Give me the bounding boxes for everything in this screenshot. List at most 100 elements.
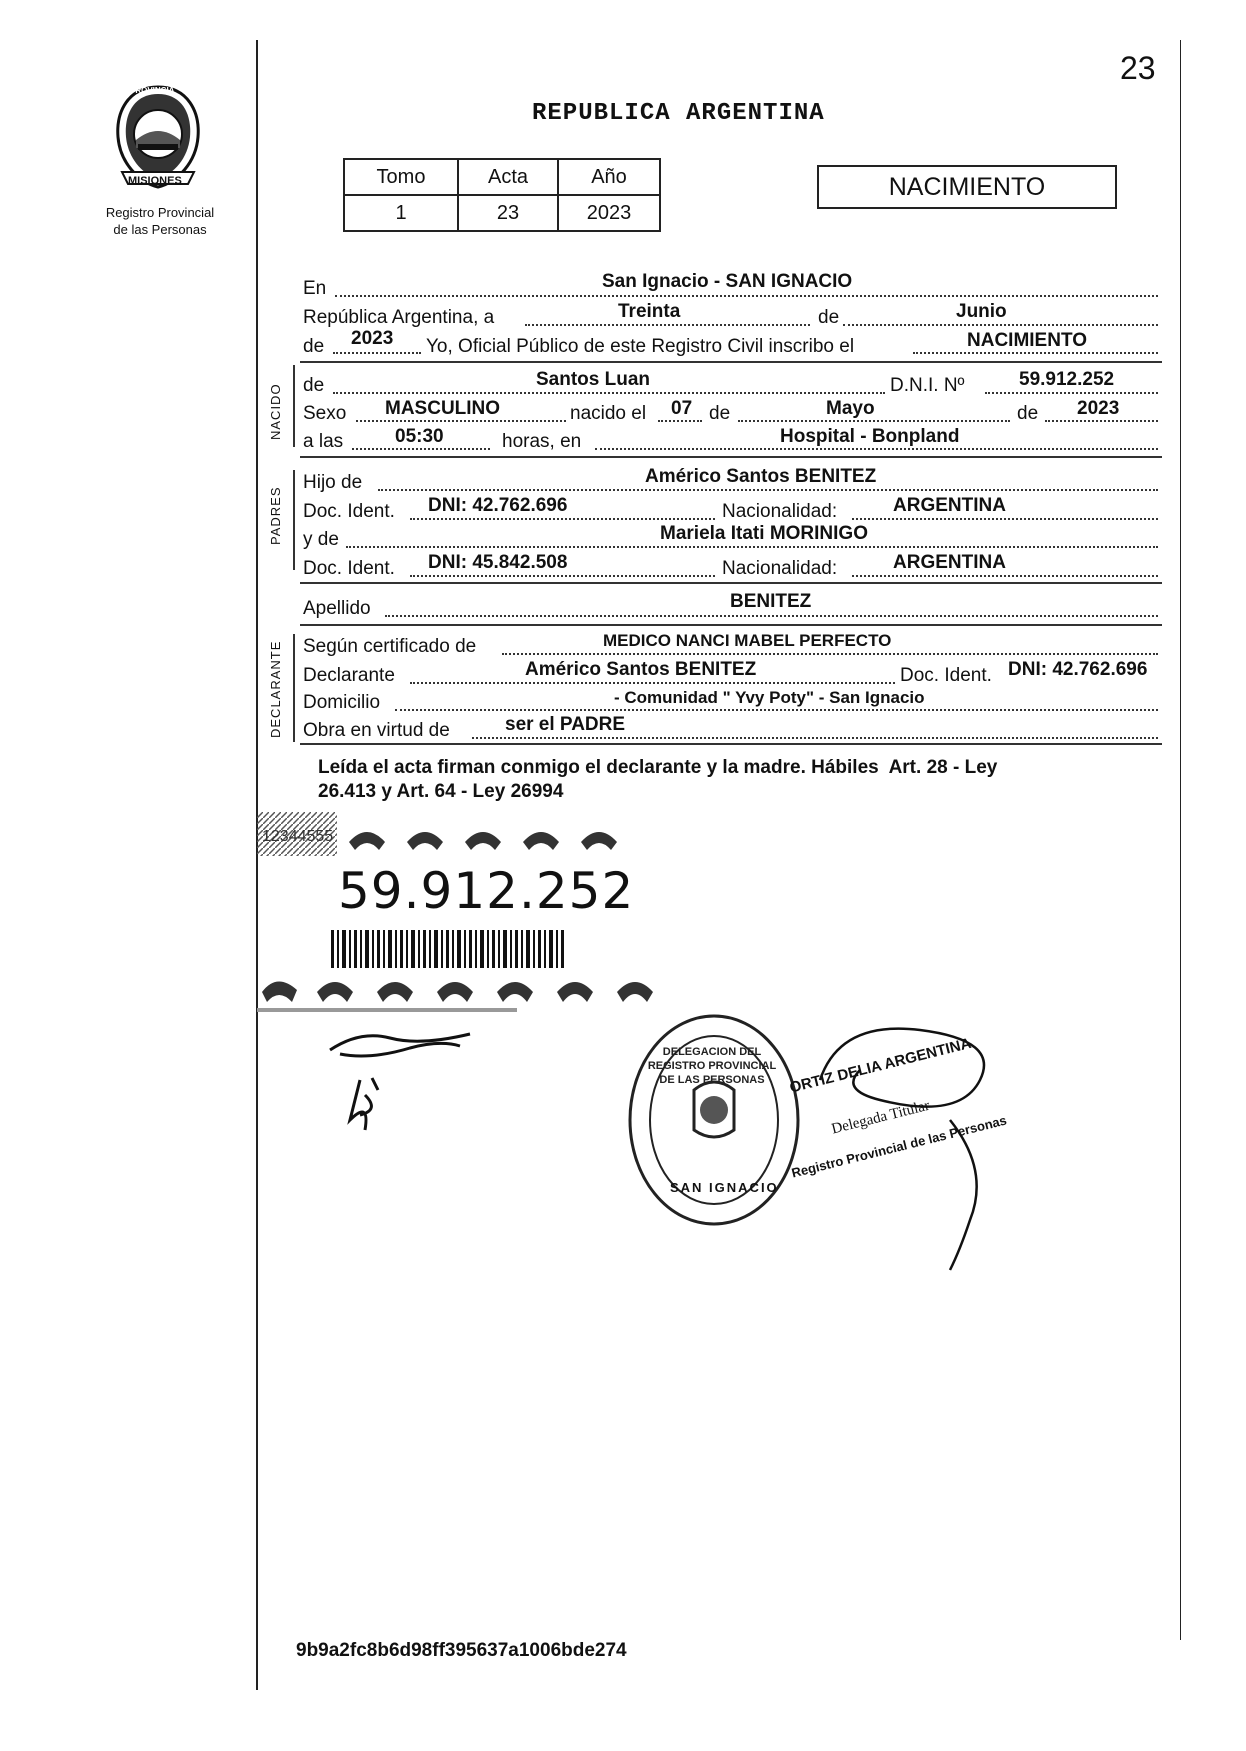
value-acta: 23	[457, 194, 559, 232]
dots-year	[333, 352, 421, 354]
dots-mother-doc	[410, 575, 715, 577]
dots-mother	[346, 546, 1158, 548]
label-declarante: Declarante	[303, 665, 395, 686]
rule-1	[300, 361, 1162, 363]
header-anio: Año	[557, 158, 661, 196]
sticker-small-code: 12344555	[262, 828, 334, 845]
stamp-ring-text: DELEGACION DEL REGISTRO PROVINCIAL DE LA…	[647, 1046, 777, 1086]
value-declarante: Américo Santos BENITEZ	[525, 659, 757, 680]
label-nat-father: Nacionalidad:	[722, 501, 838, 522]
label-apellido: Apellido	[303, 598, 371, 619]
record-type-box: NACIMIENTO	[817, 165, 1117, 209]
value-mother-name: Mariela Itati MORINIGO	[660, 523, 868, 544]
value-father-doc: DNI: 42.762.696	[428, 495, 568, 516]
right-margin-line	[1180, 40, 1181, 1640]
label-nat-mother: Nacionalidad:	[722, 558, 838, 579]
dots-birth-year	[1045, 420, 1158, 422]
value-tomo: 1	[343, 194, 459, 232]
value-father-nat: ARGENTINA	[893, 495, 1006, 516]
label-segun: Según certificado de	[303, 636, 477, 657]
label-de-4: de	[1017, 403, 1039, 424]
side-label-padres: PADRES	[268, 486, 283, 546]
dots-apellido	[385, 615, 1158, 617]
rule-5	[300, 743, 1162, 745]
value-nacido-name: Santos Luan	[536, 369, 651, 390]
header-acta: Acta	[457, 158, 559, 196]
label-dni: D.N.I. Nº	[890, 375, 965, 396]
side-label-nacido: NACIDO	[268, 383, 283, 440]
bracket-nacido	[293, 365, 295, 447]
header-tomo: Tomo	[343, 158, 459, 196]
dots-day	[525, 324, 810, 326]
page-number: 23	[1120, 50, 1156, 86]
value-anio: 2023	[557, 194, 661, 232]
value-certificado: MEDICO NANCI MABEL PERFECTO	[603, 631, 892, 650]
dots-obra	[472, 737, 1158, 739]
declarant-signature	[320, 1020, 480, 1140]
value-dni: 59.912.252	[1019, 369, 1115, 390]
label-doc-father: Doc. Ident.	[303, 501, 395, 522]
label-horas: horas, en	[502, 431, 582, 452]
left-margin-line	[256, 40, 258, 1690]
label-de-2: de	[303, 336, 325, 357]
dots-inscribe	[913, 352, 1158, 354]
label-de-1: de	[818, 307, 840, 328]
dots-en	[335, 295, 1158, 297]
value-father-name: Américo Santos BENITEZ	[645, 466, 877, 487]
dots-dni	[985, 392, 1158, 394]
logo-top-text: PROVINCIA	[130, 86, 175, 95]
label-domicilio: Domicilio	[303, 692, 381, 713]
dots-place	[595, 448, 1158, 450]
value-obra: ser el PADRE	[505, 714, 626, 735]
label-sexo: Sexo	[303, 403, 347, 424]
document-title: REPUBLICA ARGENTINA	[532, 100, 825, 127]
value-mother-doc: DNI: 45.842.508	[428, 552, 568, 573]
dots-birth-month	[738, 420, 1010, 422]
label-obra: Obra en virtud de	[303, 720, 450, 741]
label-doc-declarante: Doc. Ident.	[900, 665, 992, 686]
dots-birth-day	[658, 420, 702, 422]
official-stamp	[624, 1010, 804, 1230]
officer-signature	[800, 1000, 1020, 1280]
label-en: En	[303, 278, 327, 299]
logo-bottom-text: MISIONES	[128, 175, 182, 187]
value-birth-month: Mayo	[826, 398, 875, 419]
record-table: Tomo Acta Año 1 23 2023	[343, 158, 661, 232]
value-birth-year: 2023	[1077, 398, 1120, 419]
rule-4	[300, 624, 1162, 626]
value-inscribe: NACIMIENTO	[967, 330, 1087, 351]
value-day: Treinta	[618, 301, 681, 322]
label-doc-mother: Doc. Ident.	[303, 558, 395, 579]
text-yo-oficial: Yo, Oficial Público de este Registro Civ…	[426, 336, 855, 357]
value-mother-nat: ARGENTINA	[893, 552, 1006, 573]
dots-domicilio	[395, 709, 1158, 711]
label-y-de: y de	[303, 529, 339, 550]
dots-certificado	[502, 653, 1158, 655]
label-a-las: a las	[303, 431, 344, 452]
dots-sexo	[356, 420, 566, 422]
label-republica: República Argentina, a	[303, 307, 495, 328]
footer-hash: 9b9a2fc8b6d98ff395637a1006bde274	[296, 1640, 627, 1661]
logo-caption-2: de las Personas	[113, 222, 207, 237]
rule-2	[300, 456, 1162, 458]
value-birth-day: 07	[671, 398, 693, 419]
bracket-padres	[293, 470, 295, 570]
bracket-declarante	[293, 634, 295, 742]
side-label-declarante: DECLARANTE	[268, 640, 283, 738]
dots-nacido	[333, 392, 885, 394]
sticker-number: 59.912.252	[338, 862, 635, 920]
value-en: San Ignacio - SAN IGNACIO	[602, 271, 853, 292]
value-domicilio: - Comunidad " Yvy Poty" - San Ignacio	[614, 688, 925, 707]
stamp-bottom-text: SAN IGNACIO	[670, 1180, 779, 1195]
value-apellido: BENITEZ	[730, 591, 812, 612]
dots-father	[378, 489, 1158, 491]
label-nacido-de: de	[303, 375, 325, 396]
security-sticker	[257, 812, 707, 1017]
value-year: 2023	[351, 328, 394, 349]
dots-declarante	[410, 682, 895, 684]
dots-father-doc	[410, 518, 715, 520]
label-hijo-de: Hijo de	[303, 472, 363, 493]
value-birth-place: Hospital - Bonpland	[780, 426, 960, 447]
value-declarante-doc: DNI: 42.762.696	[1008, 659, 1148, 680]
label-nacido-el: nacido el	[570, 403, 647, 424]
